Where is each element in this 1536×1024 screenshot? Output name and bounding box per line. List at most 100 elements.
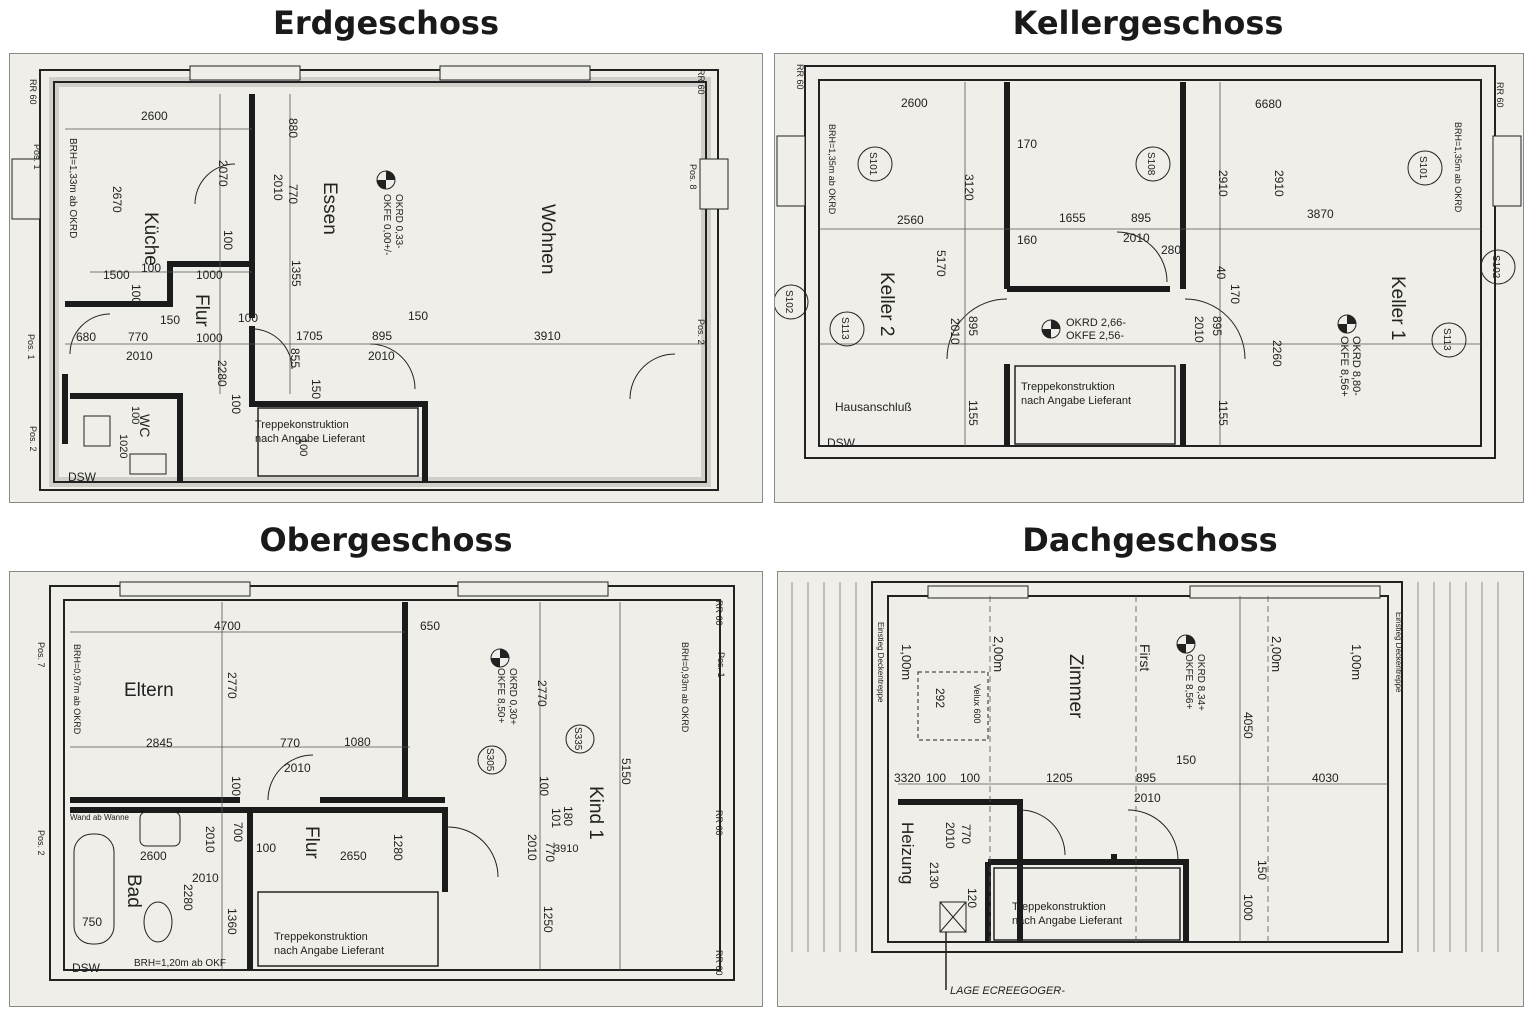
dim: 1000 xyxy=(1241,894,1255,921)
room-zimmer: Zimmer xyxy=(1065,654,1086,719)
dim: 292 xyxy=(933,688,947,708)
label-s335: S335 xyxy=(572,727,583,751)
dim: 2600 xyxy=(141,109,168,123)
dachgeschoss-drawing: Zimmer Heizung First OKRD 8,34+ OKFE 8,5… xyxy=(791,581,1499,997)
dim: 150 xyxy=(160,313,180,327)
label-okrd: OKRD 0,33- xyxy=(393,194,404,248)
label-rr-1: RR 60 xyxy=(28,79,38,105)
label-brh-3: BRH=1,20m ab OKF xyxy=(134,958,226,969)
dim: 40 xyxy=(1214,266,1228,280)
label-hausanschluss: Hausanschluß xyxy=(835,400,912,414)
label-rr-2: RR 60 xyxy=(1495,82,1505,108)
label-s101b: S101 xyxy=(1417,156,1428,180)
room-flur: Flur xyxy=(191,294,212,327)
label-pos-8: Pos. 8 xyxy=(688,164,698,190)
title-kellergeschoss: Kellergeschoss xyxy=(1012,4,1284,42)
dim: 150 xyxy=(309,379,323,399)
label-rr-1: RR 60 xyxy=(795,64,805,90)
room-flur: Flur xyxy=(301,826,322,859)
dim: 2650 xyxy=(340,849,367,863)
dim: 1355 xyxy=(289,260,303,287)
dim: 3120 xyxy=(962,174,976,201)
dim: 2845 xyxy=(146,736,173,750)
dim: 2010 xyxy=(1123,231,1150,245)
dim: 100 xyxy=(129,406,141,424)
label-brh-1: BRH=0,97m ab OKRD xyxy=(72,644,82,735)
label-okfe: OKFE 8,50+ xyxy=(495,668,506,723)
dim: 2010 xyxy=(1134,791,1161,805)
dim: 1205 xyxy=(1046,771,1073,785)
label-okfe: OKFE 0,00+/- xyxy=(381,194,392,255)
label-brh-2: BRH=0,93m ab OKRD xyxy=(680,642,690,733)
label-brh: BRH=1,33m ab OKRD xyxy=(67,138,78,238)
label-okrd: OKRD 2,66- xyxy=(1066,317,1126,329)
dim: 895 xyxy=(1131,211,1151,225)
label-first: First xyxy=(1137,644,1153,671)
dim: 895 xyxy=(1136,771,1156,785)
dim: 4030 xyxy=(1312,771,1339,785)
dim: 1500 xyxy=(103,268,130,282)
label-dsw: DSW xyxy=(827,436,856,450)
room-kueche: Küche xyxy=(140,212,161,266)
label-s101a: S101 xyxy=(867,152,878,176)
dim: 895 xyxy=(966,316,980,336)
label-treppe-1: Treppekonstruktion xyxy=(255,419,349,431)
dim: 2010 xyxy=(1192,316,1206,343)
label-okrd: OKRD 8,34+ xyxy=(1195,654,1206,711)
room-keller-1: Keller 1 xyxy=(1387,276,1408,340)
label-s102b: S102 xyxy=(783,290,794,314)
dim: 2010 xyxy=(368,349,395,363)
title-erdgeschoss: Erdgeschoss xyxy=(272,4,500,42)
label-treppe-1: Treppekonstruktion xyxy=(1012,901,1106,913)
dim: 100 xyxy=(141,261,161,275)
dim: 2010 xyxy=(192,871,219,885)
plan-kellergeschoss: Keller 2 Keller 1 RR 60 RR 60 BRH=1,35m … xyxy=(774,53,1524,503)
dim: 3320 xyxy=(894,771,921,785)
room-eltern: Eltern xyxy=(124,680,174,701)
dim: 100 xyxy=(221,230,235,250)
room-kind: Kind 1 xyxy=(585,786,606,840)
label-rr-2: RR 60 xyxy=(696,69,706,95)
label-treppe-1: Treppekonstruktion xyxy=(1021,381,1115,393)
label-pos-2: Pos. 2 xyxy=(36,830,46,856)
dim: 770 xyxy=(543,842,557,862)
label-pos-2: Pos. 2 xyxy=(696,319,706,345)
dim: 5170 xyxy=(934,250,948,277)
label-bad-note: Wand ab Wanne xyxy=(70,813,130,822)
label-pos-1: Pos. 1 xyxy=(32,144,42,170)
dim: 2910 xyxy=(1272,170,1286,197)
dim: 170 xyxy=(1228,284,1242,304)
dim: 120 xyxy=(965,888,979,908)
label-s102a: S102 xyxy=(1490,255,1501,279)
erdgeschoss-drawing: Küche Essen Wohnen Flur WC RR 60 RR 60 P… xyxy=(11,65,729,491)
dim: 2010 xyxy=(948,318,962,345)
room-wohnen: Wohnen xyxy=(537,204,558,274)
label-okrd: OKRD 0,30+ xyxy=(507,668,518,725)
dim: 3910 xyxy=(554,843,578,855)
label-s113a: S113 xyxy=(839,317,850,340)
dim: 770 xyxy=(280,736,300,750)
dim: 100 xyxy=(229,394,243,414)
dim: 1000 xyxy=(196,268,223,282)
dim: 3910 xyxy=(534,329,561,343)
dim: 2280 xyxy=(181,884,195,911)
dim: 1250 xyxy=(541,906,555,933)
plan-erdgeschoss: Küche Essen Wohnen Flur WC RR 60 RR 60 P… xyxy=(9,53,763,503)
label-s305: S305 xyxy=(484,748,495,772)
label-pos-2b: Pos. 2 xyxy=(28,426,38,452)
dim: 1155 xyxy=(966,400,980,426)
dim: 101 xyxy=(549,808,563,828)
label-s113b: S113 xyxy=(1441,328,1452,351)
dim: 1155 xyxy=(1216,400,1230,426)
label-treppe-2: nach Angabe Lieferant xyxy=(1021,395,1131,407)
dim: 1080 xyxy=(344,735,371,749)
dim: 895 xyxy=(372,329,392,343)
label-h2: 2,00m xyxy=(991,636,1006,672)
label-dsw: DSW xyxy=(72,961,101,975)
label-h4: 1,00m xyxy=(1349,644,1364,680)
label-treppe-2: nach Angabe Lieferant xyxy=(274,945,384,957)
dim: 1360 xyxy=(225,908,239,935)
room-heizung: Heizung xyxy=(898,822,917,884)
dim: 150 xyxy=(1176,753,1196,767)
dim: 750 xyxy=(82,915,102,929)
